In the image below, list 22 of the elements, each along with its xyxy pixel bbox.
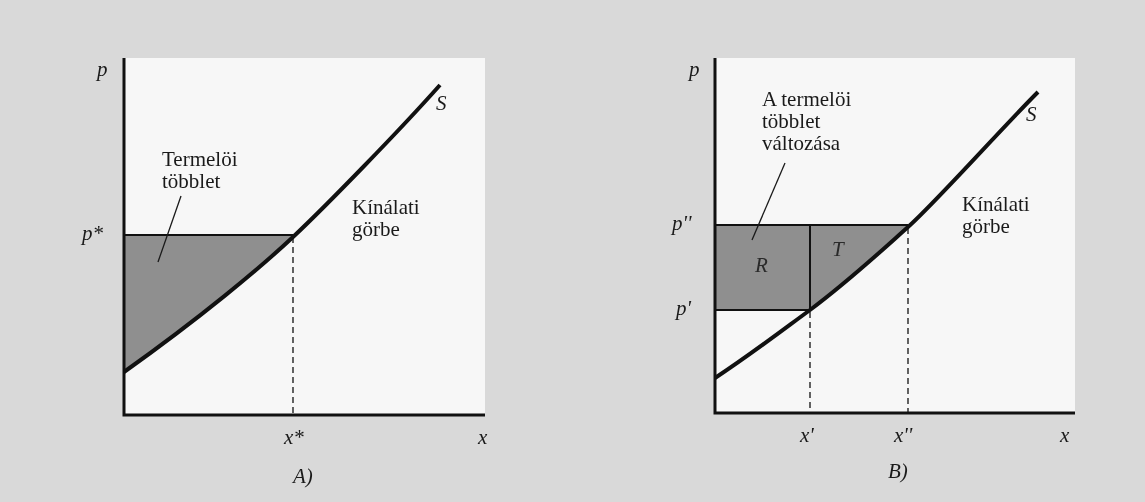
leader-line — [157, 195, 182, 263]
leader-line — [751, 162, 786, 241]
axis-label: A) — [293, 465, 313, 488]
axis-label: p'' — [672, 212, 692, 235]
axis-label: x* — [284, 426, 304, 449]
area-label: T — [832, 237, 844, 262]
axis-label: S — [1026, 103, 1037, 126]
axis-label: x'' — [894, 424, 913, 447]
axis-label: p* — [82, 222, 103, 245]
annotation-text: A termelöi többlet változása — [762, 88, 874, 155]
axis-label: p — [97, 58, 108, 81]
axis-label: p' — [676, 297, 691, 320]
axis-label: x' — [800, 424, 814, 447]
axis-label: x — [1060, 424, 1070, 447]
annotation-text: Termelöi többlet — [162, 148, 262, 193]
area-label: R — [755, 253, 768, 278]
axis-label: x — [478, 426, 488, 449]
axis-label: S — [436, 92, 447, 115]
axis-label: B) — [888, 460, 908, 483]
curve-label: Kínálati görbe — [962, 193, 1031, 238]
axis-label: p — [689, 58, 700, 81]
curve-label: Kínálati görbe — [352, 196, 421, 241]
